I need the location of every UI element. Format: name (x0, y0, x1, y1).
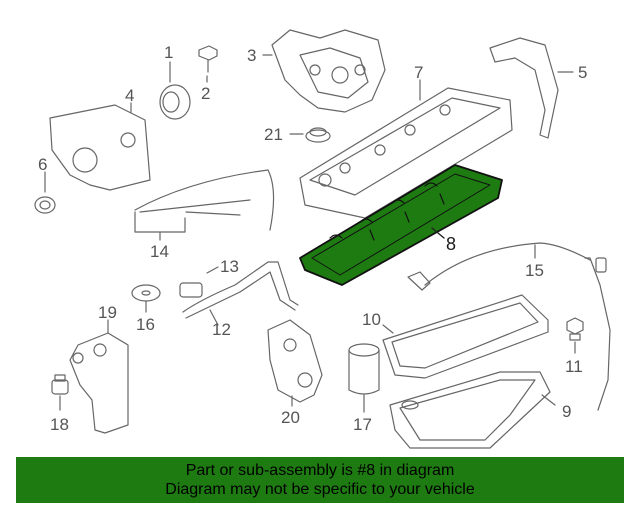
oil-filter-part (348, 343, 380, 395)
oil-pan-part (389, 371, 551, 449)
callout-5: 5 (578, 63, 587, 82)
callout-13: 13 (220, 257, 239, 276)
banner-line-disclaimer: Diagram may not be specific to your vehi… (165, 481, 475, 498)
callout-12: 12 (212, 320, 231, 339)
pickup-tube-part (179, 261, 299, 319)
bolt-part (198, 45, 218, 73)
callout-21: 21 (264, 125, 283, 144)
seal-part (34, 196, 56, 214)
valve-cover-part (299, 87, 513, 219)
dipstick-part (134, 169, 275, 231)
callout-18: 18 (50, 415, 69, 434)
callout-20: 20 (281, 408, 300, 427)
callout-4: 4 (125, 86, 134, 105)
callout-6: 6 (38, 155, 47, 174)
washer-part (131, 284, 161, 302)
oil-cap-part (305, 127, 331, 143)
callout-11: 11 (565, 357, 583, 376)
gear-housing-part (271, 29, 386, 113)
callout-15: 15 (525, 261, 544, 280)
plug-part (51, 374, 69, 395)
callout-19: 19 (98, 303, 117, 322)
drain-plug-part (566, 317, 584, 341)
pulley-part (159, 84, 191, 120)
pan-gasket-part (382, 294, 549, 379)
callout-14: 14 (150, 242, 169, 261)
part-info-banner: Part or sub-assembly is #8 in diagram Di… (16, 457, 624, 503)
dipstick-rod-part (407, 242, 611, 411)
callout-9: 9 (562, 402, 571, 421)
callout-1: 1 (164, 43, 173, 62)
callout-16: 16 (136, 315, 155, 334)
callout-7: 7 (414, 63, 423, 82)
intake-gasket-highlighted-part (299, 164, 503, 286)
front-cover-part (49, 104, 151, 191)
oil-pump-part (267, 319, 323, 403)
callout-8: 8 (446, 234, 456, 254)
banner-line-part: Part or sub-assembly is #8 in diagram (185, 462, 455, 479)
filter-housing-part (69, 332, 129, 434)
parts-diagram: 1 2 3 4 5 6 7 8 9 10 11 12 13 14 15 16 1… (34, 29, 611, 449)
callout-2: 2 (201, 84, 210, 103)
callout-17: 17 (353, 415, 372, 434)
callout-3: 3 (247, 46, 256, 65)
callout-10: 10 (362, 310, 381, 329)
cover-gasket-part (489, 37, 559, 139)
